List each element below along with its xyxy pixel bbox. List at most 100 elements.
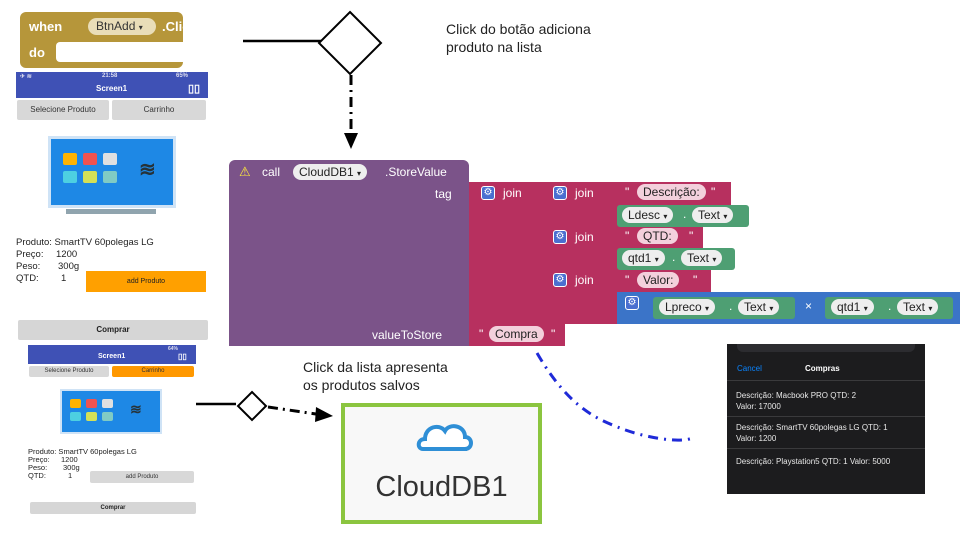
method-label: .StoreValue	[385, 165, 447, 179]
clouddb1-component[interactable]: CloudDB1	[341, 403, 542, 524]
valor-text[interactable]: Valor:	[637, 272, 680, 288]
add-produto-button[interactable]: add Produto	[86, 271, 206, 292]
qtd1-label: qtd1	[628, 251, 652, 265]
qtd1-dropdown[interactable]: qtd1 ▾	[831, 299, 874, 315]
tab-selecione-produto[interactable]: Selecione Produto	[29, 366, 109, 377]
text-prop-label: Text	[687, 251, 710, 265]
caption-line: produto na lista	[446, 39, 542, 55]
clouddb1-dropdown[interactable]: CloudDB1 ▾	[293, 164, 368, 180]
btnadd-dropdown[interactable]: BtnAdd ▾	[88, 18, 156, 35]
dropdown-caret-icon: ▾	[712, 255, 717, 264]
dropdown-caret-icon: ▾	[723, 212, 728, 221]
status-battery: 64%	[168, 346, 179, 352]
dot-label: .	[729, 299, 733, 313]
app-bar: ✈ ≋ 21:58 65% Screen1 ▯▯	[16, 72, 208, 98]
wifi-icon: ✈ ≋	[20, 74, 32, 80]
quote-open: "	[625, 229, 630, 243]
gear-icon[interactable]: ⚙	[625, 296, 639, 310]
list-item[interactable]: Descrição: Macbook PRO QTD: 2	[736, 391, 857, 400]
text-prop-dropdown[interactable]: Text ▾	[681, 250, 723, 266]
compras-list-dialog: Cancel Compras Descrição: Macbook PRO QT…	[727, 344, 925, 494]
tv-stand	[66, 209, 156, 214]
caption-list-saved: Click da lista apresenta os produtos sal…	[303, 358, 448, 394]
divider	[727, 380, 925, 381]
smart-tv-image: ≋	[60, 389, 162, 434]
warning-icon[interactable]: ⚠	[239, 164, 251, 179]
gear-icon[interactable]: ⚙	[481, 186, 495, 200]
tab-carrinho[interactable]: Carrinho	[112, 100, 206, 120]
book-icon[interactable]: ▯▯	[188, 83, 201, 95]
text-prop-label: Text	[903, 300, 926, 314]
caption-line: os produtos salvos	[303, 377, 420, 393]
list-item-value: Valor: 17000	[736, 402, 781, 411]
ldesc-label: Ldesc	[628, 208, 661, 222]
decision-diamond	[317, 10, 383, 76]
divider	[727, 416, 925, 417]
descricao-text[interactable]: Descrição:	[637, 184, 706, 200]
text-prop-dropdown[interactable]: Text ▾	[738, 299, 780, 315]
comprar-button[interactable]: Comprar	[18, 320, 208, 340]
qtd-text[interactable]: QTD:	[637, 228, 678, 244]
qtd-input[interactable]: 1	[68, 471, 73, 480]
compra-text[interactable]: Compra	[489, 326, 544, 342]
dashed-arrow-right	[267, 405, 317, 416]
call-body	[229, 184, 469, 346]
lpreco-dropdown[interactable]: Lpreco ▾	[659, 299, 716, 315]
add-produto-button[interactable]: add Produto	[90, 471, 194, 483]
gear-icon[interactable]: ⚙	[553, 230, 567, 244]
list-item[interactable]: Descrição: SmartTV 60polegas LG QTD: 1	[736, 423, 888, 432]
quote-open: "	[479, 327, 484, 341]
text-prop-label: Text	[744, 300, 767, 314]
cancel-button[interactable]: Cancel	[737, 364, 762, 373]
preco-value: 1200	[61, 455, 78, 464]
blue-dashed-curve	[535, 352, 696, 442]
dropdown-caret-icon: ▾	[705, 304, 710, 313]
dot-label: .	[888, 299, 892, 313]
comprar-button[interactable]: Comprar	[30, 502, 196, 514]
click-event-label: .Click	[162, 19, 197, 34]
dropdown-caret-icon: ▾	[357, 169, 362, 178]
when-keyword: when	[29, 19, 63, 34]
peso-label: Peso:	[16, 261, 41, 272]
qtd-input[interactable]: 1	[61, 273, 67, 284]
peso-value: 300g	[63, 463, 80, 472]
gear-icon[interactable]: ⚙	[553, 186, 567, 200]
gear-icon[interactable]: ⚙	[553, 273, 567, 287]
quote-close: "	[711, 185, 716, 199]
dialog-title: Compras	[805, 364, 840, 373]
preco-value: 1200	[56, 249, 78, 260]
produto-label: Produto: SmartTV 60polegas LG	[16, 237, 154, 248]
text-prop-dropdown[interactable]: Text ▾	[692, 207, 734, 223]
text-prop-dropdown[interactable]: Text ▾	[897, 299, 939, 315]
btnadd-label: BtnAdd	[96, 19, 136, 33]
arrowhead-icon	[315, 407, 333, 422]
quote-open: "	[625, 273, 630, 287]
ldesc-dropdown[interactable]: Ldesc ▾	[622, 207, 674, 223]
quote-close: "	[551, 327, 556, 341]
do-slot	[56, 42, 186, 62]
quote-close: "	[693, 273, 698, 287]
book-icon[interactable]: ▯▯	[178, 352, 187, 361]
storevalue-block[interactable]: ⚠ call CloudDB1 ▾ .StoreValue tag valueT…	[229, 160, 960, 346]
when-btnadd-click-block[interactable]: when BtnAdd ▾ .Click do	[20, 12, 197, 68]
dropdown-caret-icon: ▾	[863, 304, 868, 313]
tab-carrinho[interactable]: Carrinho	[112, 366, 194, 377]
join-label: join	[503, 186, 522, 200]
app-bar: 64% Screen1 ▯▯	[28, 345, 196, 364]
list-item[interactable]: Descrição: Playstation5 QTD: 1 Valor: 50…	[736, 457, 891, 466]
qtd1-dropdown[interactable]: qtd1 ▾	[622, 250, 665, 266]
caption-add-to-list: Click do botão adiciona produto na lista	[446, 20, 591, 56]
join-label: join	[575, 230, 594, 244]
phone-screen-1: ✈ ≋ 21:58 65% Screen1 ▯▯ Selecione Produ…	[16, 72, 208, 345]
wifi-icon: ≋	[139, 159, 156, 181]
tab-selecione-produto[interactable]: Selecione Produto	[17, 100, 109, 120]
text-prop-label: Text	[698, 208, 721, 222]
qtd-label: QTD:	[16, 273, 39, 284]
call-keyword: call	[262, 165, 281, 179]
preco-label: Preço:	[16, 249, 44, 260]
produto-label: Produto: SmartTV 60polegas LG	[28, 447, 137, 456]
quote-open: "	[625, 185, 630, 199]
screen-title: Screen1	[96, 84, 128, 93]
preco-label: Preço:	[28, 455, 50, 464]
dot-label: .	[683, 207, 687, 221]
